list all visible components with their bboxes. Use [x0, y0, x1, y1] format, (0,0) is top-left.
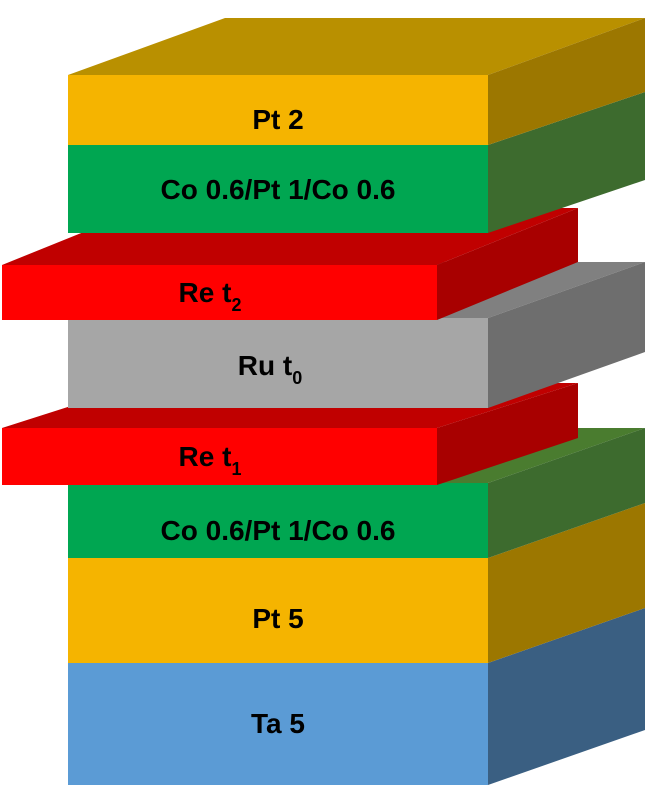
layer-co-top-label: Co 0.6/Pt 1/Co 0.6 [161, 174, 396, 205]
layer-re-top-side [437, 208, 578, 320]
layer-pt-top-side [488, 18, 645, 145]
layer-pt-bottom-side [488, 503, 645, 663]
layer-re-top-front [2, 265, 437, 320]
layer-co-bottom-front [68, 483, 488, 558]
layer-pt-bottom-front [68, 558, 488, 663]
layer-pt-top-top [68, 18, 645, 75]
layer-ru-side [488, 262, 645, 408]
layer-pt-top: Pt 2 [68, 18, 645, 145]
layer-pt-bottom: Pt 5 [68, 503, 645, 663]
layer-ta-label: Ta 5 [251, 708, 305, 739]
layer-ru-label: Ru t0 [238, 350, 302, 388]
layer-re-bottom-side [437, 383, 578, 485]
layer-pt-top-label: Pt 2 [252, 104, 303, 135]
layer-re-bottom-front [2, 428, 437, 485]
layer-ta-front [68, 663, 488, 785]
layer-co-top-front [68, 145, 488, 233]
layer-pt-top-front [68, 75, 488, 145]
layer-co-bottom-label: Co 0.6/Pt 1/Co 0.6 [161, 515, 396, 546]
layer-pt-bottom-label: Pt 5 [252, 603, 303, 634]
layer-co-top: Co 0.6/Pt 1/Co 0.6 [68, 92, 645, 233]
layer-ta-side [488, 608, 645, 785]
layer-ta: Ta 5 [68, 608, 645, 785]
layer-re-top-label: Re t2 [179, 277, 242, 315]
layer-ru-front [68, 318, 488, 408]
layer-re-bottom-label: Re t1 [179, 441, 242, 479]
layer-co-bottom-side [488, 428, 645, 558]
layer-co-top-side [488, 92, 645, 233]
